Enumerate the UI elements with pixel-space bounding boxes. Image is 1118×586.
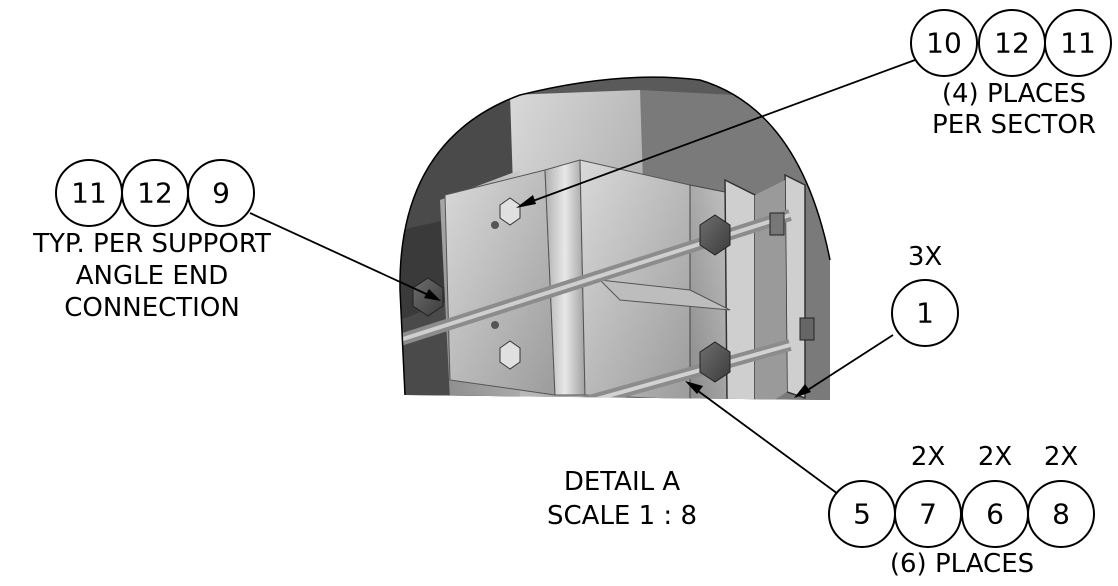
arrowhead-right-single (794, 384, 811, 398)
balloon-label: 5 (853, 498, 871, 531)
balloon-1 (891, 279, 959, 347)
balloon-group-right-single: 3X 1 (891, 242, 959, 347)
balloon-label: 10 (926, 27, 962, 60)
balloon-label: 8 (1052, 498, 1070, 531)
note-line: TYP. PER SUPPORT (32, 229, 271, 259)
balloon-group-top-right: 10 12 11 (4) PLACES PER SECTOR (910, 9, 1112, 140)
note-line: ANGLE END (76, 261, 228, 291)
balloon-group-left: 11 12 9 TYP. PER SUPPORT ANGLE END CONNE… (32, 159, 271, 323)
balloon-9 (187, 159, 255, 227)
qty-label: 3X (908, 242, 942, 272)
balloon-group-bottom-right: 2X 2X 2X 5 7 6 8 (6) PLACES (828, 442, 1095, 579)
balloon-11 (1044, 9, 1112, 77)
balloon-label: 6 (986, 498, 1004, 531)
balloon-label: 11 (1060, 27, 1096, 60)
leader-left (249, 212, 436, 299)
arrowhead-top-right (516, 195, 536, 208)
note-line: (4) PLACES (942, 79, 1086, 109)
detail-title: DETAIL A (564, 467, 681, 497)
balloon-label: 12 (994, 27, 1030, 60)
note-line: (6) PLACES (890, 549, 1034, 579)
balloon-label: 1 (916, 297, 934, 330)
qty-label: 2X (978, 442, 1012, 472)
detail-assembly-image (399, 77, 830, 400)
balloon-label: 9 (212, 177, 230, 210)
detail-scale: SCALE 1 : 8 (547, 501, 697, 531)
leader-lines (249, 59, 916, 495)
detail-label: DETAIL A SCALE 1 : 8 (547, 467, 697, 531)
balloon-label: 11 (71, 177, 107, 210)
note-line: CONNECTION (64, 293, 240, 323)
note-line: PER SECTOR (932, 110, 1096, 140)
detail-boundary (399, 76, 831, 396)
balloon-label: 12 (137, 177, 173, 210)
arrowhead-left (424, 289, 441, 301)
qty-label: 2X (1044, 442, 1078, 472)
balloon-label: 7 (919, 498, 937, 531)
balloon-8 (1027, 480, 1095, 548)
leader-top-right (521, 59, 916, 206)
leader-right-single (799, 334, 894, 396)
leader-bottom-right (689, 384, 839, 495)
qty-label: 2X (911, 442, 945, 472)
balloon-10 (910, 9, 978, 77)
arrowhead-bottom-right (685, 381, 703, 394)
